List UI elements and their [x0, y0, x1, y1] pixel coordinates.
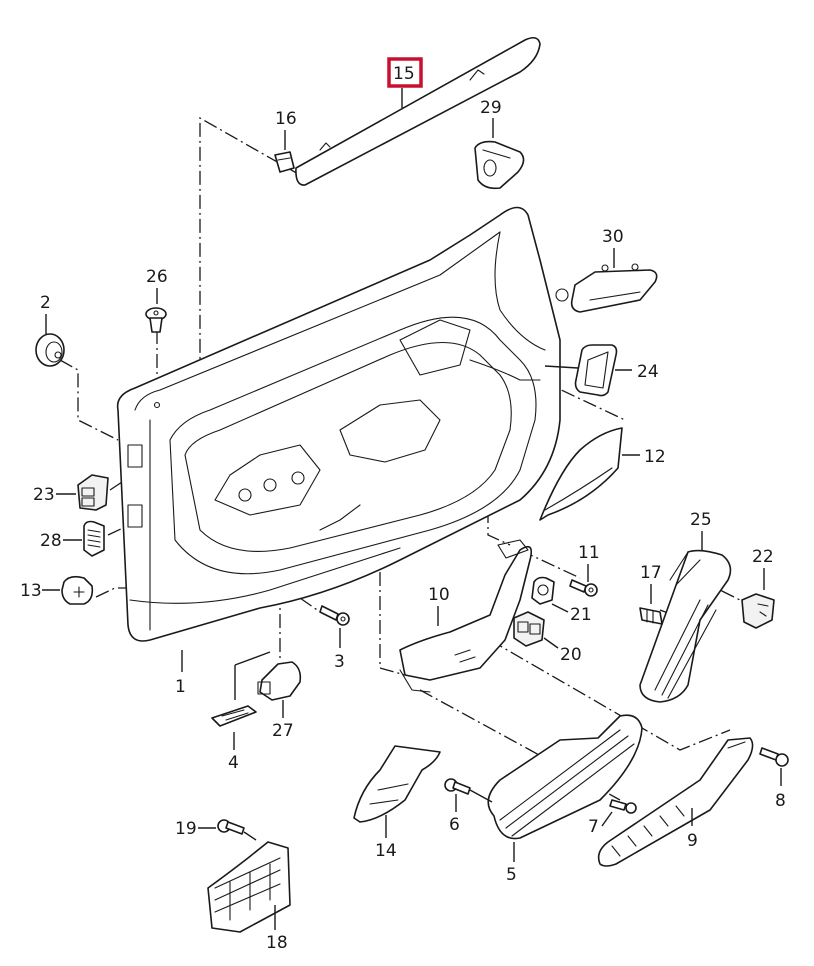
callout-label: 2	[40, 293, 51, 313]
callout-14: 14	[375, 815, 397, 861]
callout-22: 22	[752, 547, 774, 590]
part-19-screw[interactable]	[217, 819, 245, 835]
part-10-armrest-bracket[interactable]	[399, 539, 533, 693]
assembly-line-12	[539, 379, 626, 421]
callout-label: 29	[480, 98, 502, 118]
assembly-line-3	[299, 597, 321, 613]
callout-13: 13	[20, 581, 60, 601]
callout-2: 2	[40, 293, 51, 334]
part-11-screw[interactable]	[569, 579, 598, 597]
part-16-clip[interactable]	[274, 151, 295, 173]
part-27-connector[interactable]	[257, 661, 302, 701]
callout-label: 24	[637, 362, 659, 382]
assembly-line-16	[199, 116, 301, 460]
callout-20: 20	[543, 637, 582, 665]
callout-label: 11	[578, 543, 600, 563]
part-26-push-pin[interactable]	[145, 307, 167, 333]
part-2-grommet[interactable]	[35, 333, 65, 367]
callout-19: 19	[175, 819, 257, 841]
part-20-window-switch[interactable]	[513, 611, 545, 647]
callout-label: 23	[33, 485, 55, 505]
part-7-screw[interactable]	[609, 799, 637, 814]
part-18-bracket[interactable]	[207, 841, 291, 933]
part-15-trim-strip[interactable]	[295, 36, 541, 186]
part-23-switch[interactable]	[77, 474, 109, 511]
callout-label: 3	[334, 652, 345, 672]
part-8-screw[interactable]	[759, 747, 789, 767]
part-21-switch[interactable]	[531, 576, 555, 605]
callout-24: 24	[544, 362, 659, 382]
callout-label: 26	[146, 267, 168, 287]
callout-26: 26	[146, 267, 168, 304]
callout-3: 3	[334, 628, 345, 672]
callout-label: 28	[40, 531, 62, 551]
part-5-armrest[interactable]	[487, 714, 643, 840]
callout-label: 12	[644, 447, 666, 467]
part-22-mirror-switch[interactable]	[741, 593, 775, 629]
callout-23: 23	[33, 485, 76, 505]
part-4-pad[interactable]	[211, 651, 271, 727]
callout-label: 1	[175, 677, 186, 697]
callout-label: 9	[687, 831, 698, 851]
callout-label: 16	[275, 109, 297, 129]
callout-4: 4	[228, 732, 239, 773]
part-14-insert[interactable]	[353, 745, 441, 823]
assembly-line-2	[59, 359, 119, 441]
callout-label: 8	[775, 791, 786, 811]
callout-29: 29	[480, 98, 502, 138]
part-6-screw[interactable]	[444, 778, 471, 795]
callout-label: 13	[20, 581, 42, 601]
callout-9: 9	[687, 808, 698, 851]
highlight-box	[387, 57, 423, 88]
callout-label: 27	[272, 721, 294, 741]
callout-label: 30	[602, 227, 624, 247]
callout-25: 25	[690, 510, 712, 550]
callout-21: 21	[551, 603, 592, 625]
callout-30: 30	[602, 227, 624, 268]
callout-8: 8	[775, 768, 786, 811]
part-25-trim-cover[interactable]	[639, 549, 732, 703]
callout-label: 15	[393, 64, 415, 84]
callout-28: 28	[40, 531, 82, 551]
callout-5: 5	[506, 842, 517, 885]
callout-27: 27	[272, 700, 294, 741]
callout-12: 12	[622, 447, 666, 467]
callout-label: 5	[506, 865, 517, 885]
part-3-screw[interactable]	[319, 605, 350, 626]
callout-6: 6	[449, 789, 493, 835]
callout-label: 17	[640, 563, 662, 583]
part-13-cap[interactable]	[61, 575, 94, 605]
callout-label: 7	[588, 817, 599, 837]
callout-label: 4	[228, 753, 239, 773]
callout-16: 16	[275, 109, 297, 150]
part-30-handle[interactable]	[555, 263, 658, 313]
callout-label: 10	[428, 585, 450, 605]
callout-15-highlighted[interactable]: 15	[387, 57, 423, 108]
callout-label: 22	[752, 547, 774, 567]
part-29-cap[interactable]	[474, 140, 525, 190]
part-17-clip[interactable]	[639, 607, 663, 625]
callout-label: 20	[560, 645, 582, 665]
callout-1: 1	[175, 650, 186, 697]
callout-label: 6	[449, 815, 460, 835]
callout-label: 18	[266, 933, 288, 953]
callout-label: 19	[175, 819, 197, 839]
part-12-pocket-cover[interactable]	[539, 427, 623, 521]
assembly-line-13	[95, 587, 128, 598]
assembly-line-9	[489, 639, 731, 751]
part-9-handle-trim[interactable]	[597, 737, 754, 867]
callout-17: 17	[640, 563, 662, 604]
callout-label: 14	[375, 841, 397, 861]
part-28-vent[interactable]	[83, 520, 105, 557]
part-1-door-panel[interactable]	[116, 206, 561, 642]
callout-18: 18	[266, 905, 288, 953]
callout-label: 25	[690, 510, 712, 530]
callout-7: 7	[588, 811, 613, 837]
callout-label: 21	[570, 605, 592, 625]
callout-10: 10	[428, 585, 450, 626]
callout-11: 11	[578, 543, 600, 582]
part-24-switch-frame[interactable]	[574, 344, 618, 397]
